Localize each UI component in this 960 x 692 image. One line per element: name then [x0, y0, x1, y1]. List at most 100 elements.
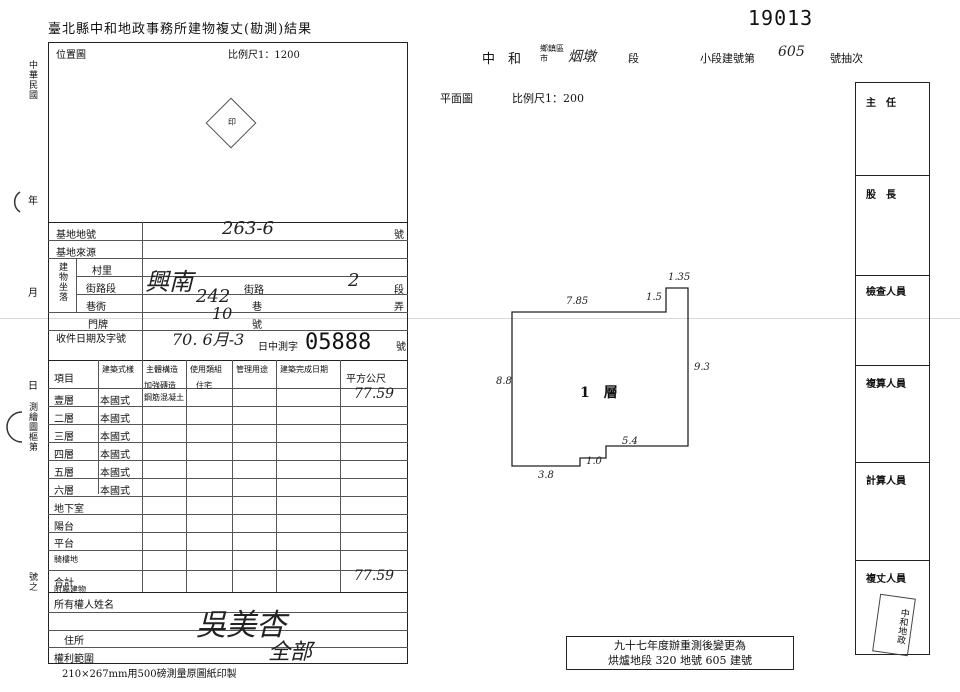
calculator-label: 計算人員 [866, 476, 906, 487]
sign-divider [855, 560, 930, 561]
rezoning-note-line-2: 烘爐地段 320 地號 605 建號 [608, 654, 752, 667]
document-title: 臺北縣中和地政事務所建物複丈(勘測)結果 [48, 22, 313, 37]
scan-fold-line [0, 318, 960, 319]
grid-line [232, 360, 233, 592]
grid-line [48, 388, 408, 389]
lane-suffix: 巷 [252, 302, 262, 313]
village-label: 村里 [92, 266, 112, 277]
header-building-style: 建築式樣 [102, 365, 134, 374]
map-stamp-text: 印 [228, 117, 237, 127]
section-chief-label: 股 長 [866, 190, 896, 201]
floor-4-style: 本國式 [100, 450, 130, 461]
main-structure-value: 加強磚造 [144, 381, 176, 390]
grid-line [48, 442, 408, 443]
sign-divider [855, 365, 930, 366]
grid-line [340, 360, 341, 592]
sign-divider [855, 275, 930, 276]
floor-6-style: 本國式 [100, 486, 130, 497]
base-land-number-suffix: 號 [394, 230, 404, 241]
margin-month-label: 月 [28, 288, 38, 299]
district-header: 中 和 [482, 52, 522, 67]
basement-label: 地下室 [54, 504, 84, 515]
dim-top-left: 7.85 [566, 296, 589, 307]
dim-bottom: 5.4 [622, 436, 638, 447]
base-land-number-label: 基地地號 [56, 230, 96, 241]
grid-line [48, 330, 408, 331]
margin-era-label: 中華民國 [27, 60, 37, 100]
total-value: 77.59 [354, 568, 395, 584]
grid-line [76, 276, 408, 277]
rezoning-note: 九十七年度辦重測後變更為 烘爐地段 320 地號 605 建號 [566, 636, 794, 670]
dim-left: 8.8 [496, 376, 512, 387]
receipt-number: 05888 [305, 330, 372, 355]
sign-divider [855, 175, 930, 176]
dim-right: 9.3 [694, 362, 710, 373]
floor-1-style: 本國式 [100, 396, 130, 407]
usage-value: 住宅 [196, 381, 212, 390]
grid-line [48, 532, 408, 533]
punch-hole-marks [6, 191, 23, 443]
header-usage: 使用類組 [190, 365, 222, 374]
grid-line [48, 312, 408, 313]
platform-label: 平台 [54, 539, 74, 550]
location-map-label: 位置圖 [56, 50, 86, 61]
balcony-label: 陽台 [54, 522, 74, 533]
receipt-date: 70. 6月-3 [172, 330, 245, 349]
floor-plan-drawing [511, 287, 689, 467]
inspector-label: 檢查人員 [866, 287, 906, 298]
street-section-label: 段 [394, 285, 404, 296]
lane-value: 242 [196, 286, 231, 307]
dim-top-right: 1.35 [668, 272, 691, 283]
grid-line [98, 360, 99, 494]
floor-label: 1 層 [580, 385, 618, 401]
grid-line [48, 592, 408, 593]
door-suffix: 號 [252, 320, 262, 331]
grid-line [142, 222, 143, 592]
district-type: 鄉鎮區市 [540, 44, 564, 63]
header-mgmt-usage: 管理用途 [236, 365, 268, 374]
plan-scale: 比例尺1：200 [512, 92, 584, 105]
form-footer: 210×267mm用500磅測量原圖紙印製 [62, 669, 237, 680]
grid-line [48, 460, 408, 461]
floor-1-area: 77.59 [354, 386, 395, 402]
address-group-label: 建物坐落 [57, 262, 67, 302]
survey-form-frame [48, 42, 408, 664]
grid-line [48, 550, 408, 551]
floor-4-label: 四層 [54, 450, 74, 461]
grid-line [48, 630, 408, 631]
margin-number-label: 號之 [27, 572, 37, 592]
grid-line [48, 406, 408, 407]
floor-3-label: 三層 [54, 432, 74, 443]
grid-line [186, 360, 187, 592]
header-main-structure: 主體構造 [146, 365, 178, 374]
floor-1-label: 壹層 [54, 396, 74, 407]
alley-suffix: 弄 [394, 302, 404, 313]
grid-line [48, 360, 408, 361]
section-value: 烟墩 [568, 49, 596, 65]
subsection-value: 605 [778, 44, 805, 60]
attached-note: 附屬建物 [54, 585, 86, 594]
grid-line [48, 478, 408, 479]
total-label: 合計 [54, 578, 74, 589]
floor-2-style: 本國式 [100, 414, 130, 425]
street-section-value: 2 [348, 270, 360, 291]
base-source-label: 基地來源 [56, 248, 96, 259]
grid-line [48, 612, 408, 613]
lane-label: 巷衖 [86, 302, 106, 313]
owner-label: 所有權人姓名 [54, 600, 114, 611]
grid-line [48, 514, 408, 515]
margin-office-label: 測繪圖樞第 [27, 402, 37, 452]
dim-step: 1.5 [646, 292, 662, 303]
grid-line [48, 570, 408, 571]
floor-3-style: 本國式 [100, 432, 130, 443]
sign-divider [855, 462, 930, 463]
grid-line [276, 360, 277, 592]
subsection-label: 小段建號第 [700, 52, 755, 65]
grid-line [48, 424, 408, 425]
floor-5-label: 五層 [54, 468, 74, 479]
floor-2-label: 二層 [54, 414, 74, 425]
dim-bottom-left: 3.8 [538, 470, 554, 481]
receipt-label: 收件日期及字號 [56, 334, 126, 345]
floor-6-label: 六層 [54, 486, 74, 497]
door-label: 門牌 [88, 320, 108, 331]
